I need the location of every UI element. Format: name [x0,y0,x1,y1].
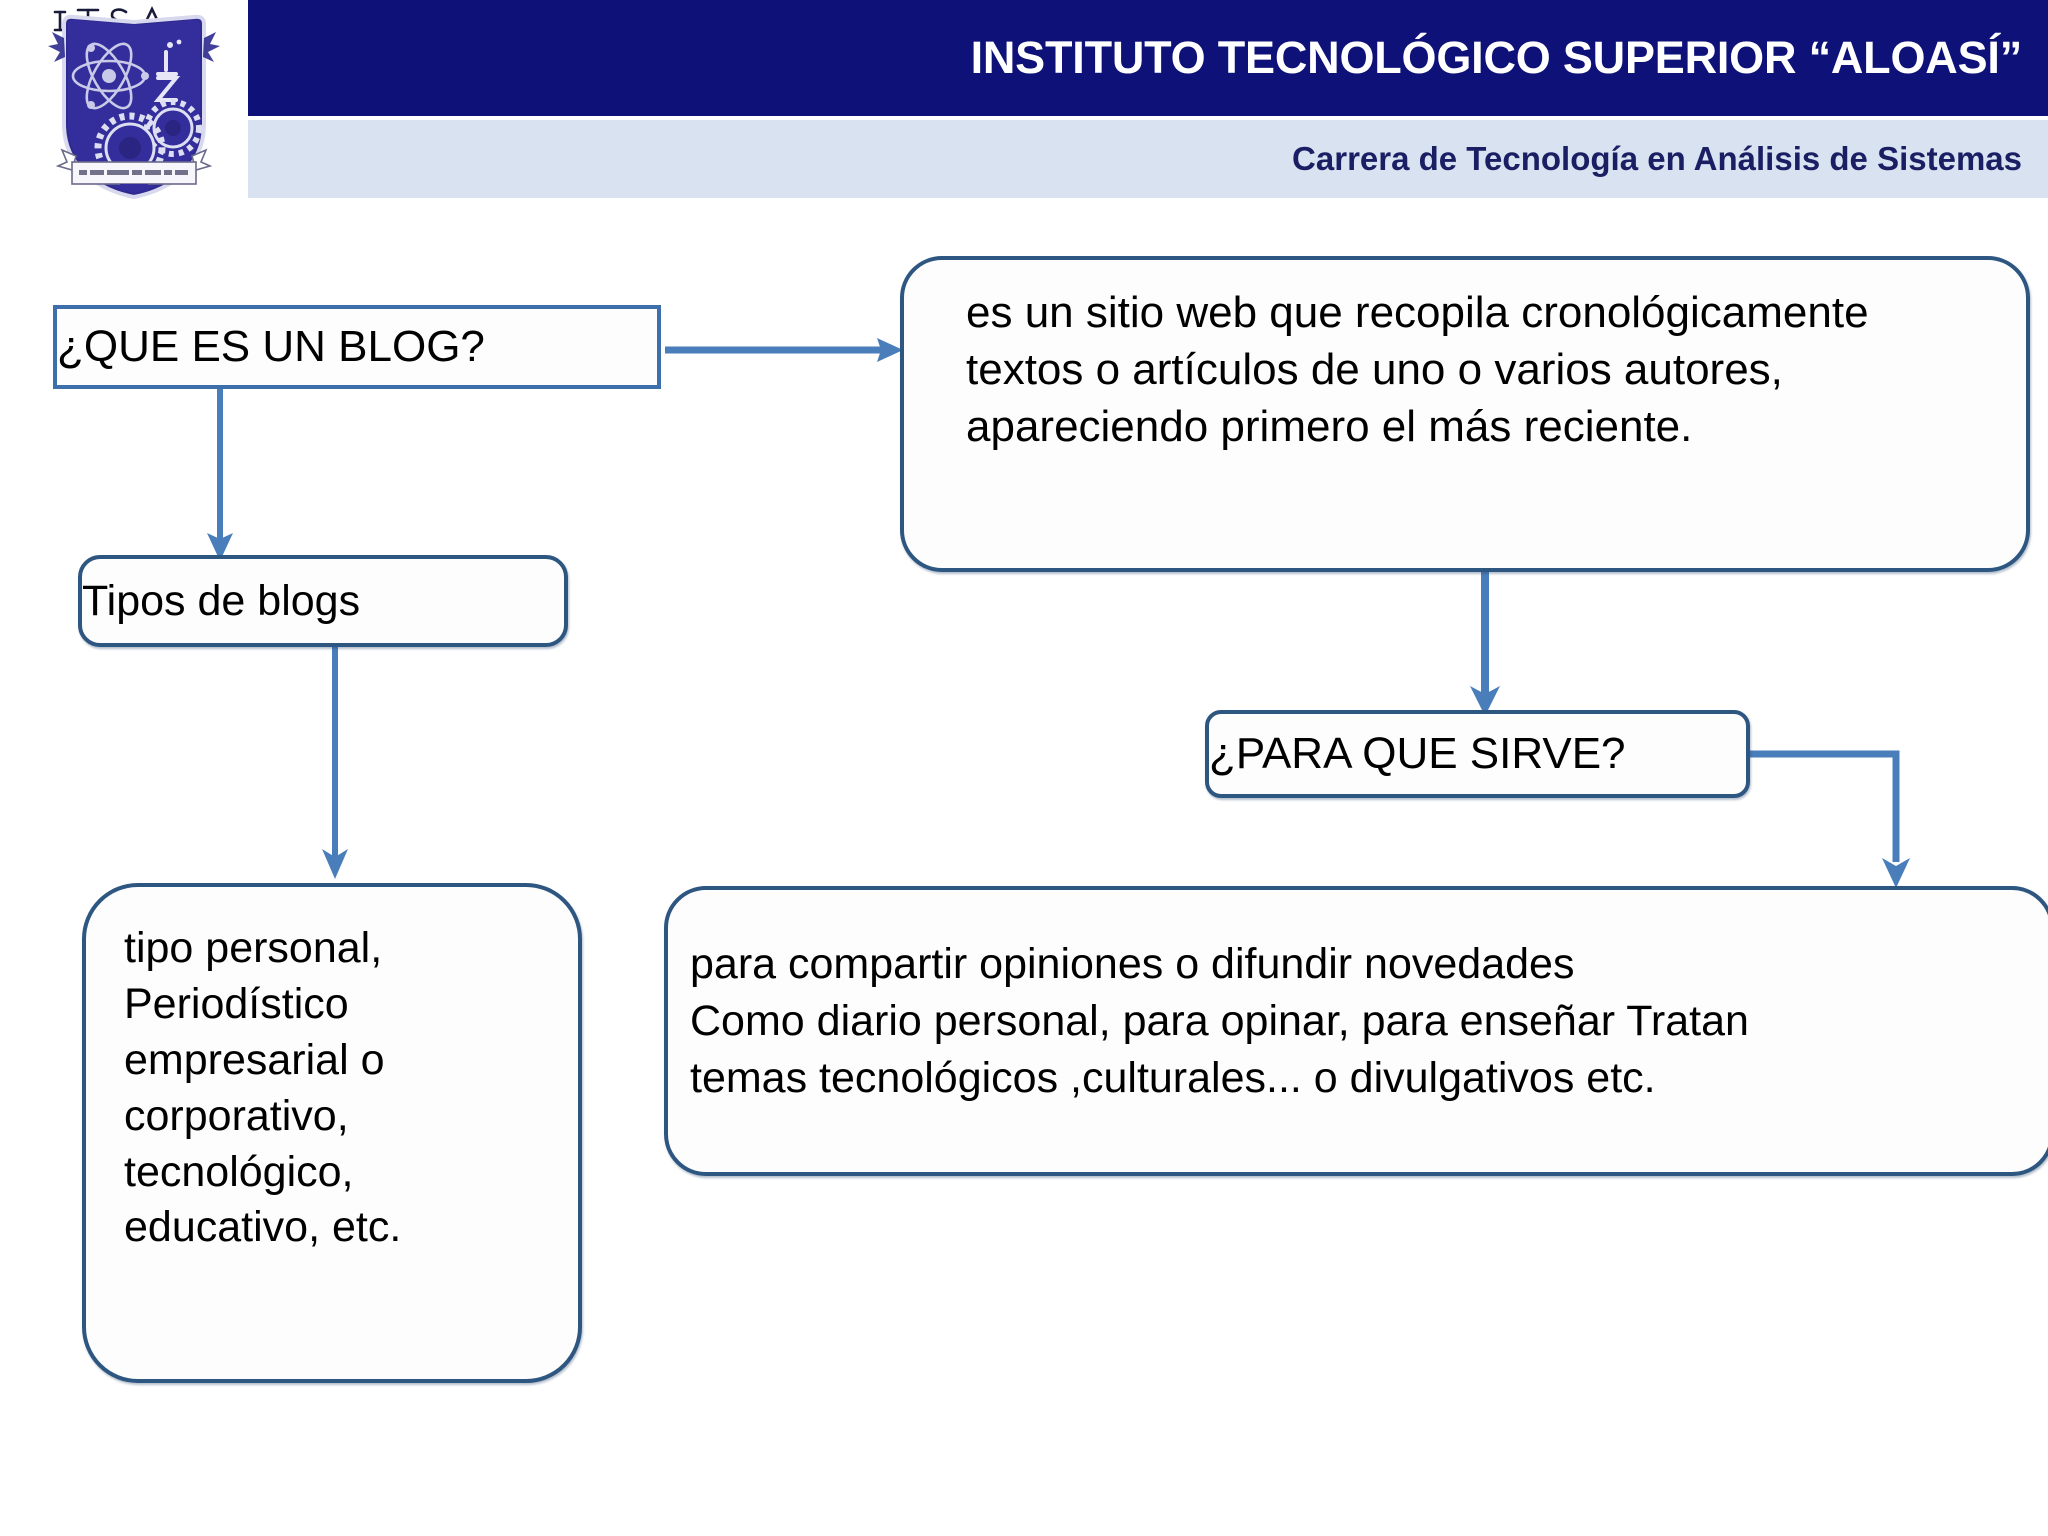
header-band [248,0,2048,116]
page-title: INSTITUTO TECNOLÓGICO SUPERIOR “ALOASÍ” [970,32,2023,83]
node-definicion-blog-text: es un sitio web que recopila cronológica… [966,288,1869,452]
node-para-que-sirve-label: ¿PARA QUE SIRVE? [1209,729,1626,778]
node-lista-tipos-blogs-text: tipo personal, Periodístico empresarial … [124,924,402,1252]
node-tipos-de-blogs[interactable]: Tipos de blogs [78,555,568,647]
node-lista-tipos-blogs[interactable]: tipo personal, Periodístico empresarial … [82,883,582,1383]
page-subtitle: Carrera de Tecnología en Análisis de Sis… [1292,140,2022,177]
node-usos-blog-text: para compartir opiniones o difundir nove… [690,940,1749,1103]
connector-para-que-sirve-to-usos [1748,740,1968,900]
subheader-band [248,120,2048,198]
connector-tipos-blogs-to-tipos-lista [310,645,360,885]
connector-que-es-blog-to-tipos-blogs [195,389,245,564]
node-usos-blog[interactable]: para compartir opiniones o difundir nove… [664,886,2048,1176]
node-que-es-un-blog-label: ¿QUE ES UN BLOG? [57,322,485,371]
node-tipos-de-blogs-label: Tipos de blogs [82,576,361,625]
node-que-es-un-blog[interactable]: ¿QUE ES UN BLOG? [53,305,661,389]
connector-que-es-blog-to-definicion [665,330,905,370]
node-definicion-blog[interactable]: es un sitio web que recopila cronológica… [900,256,2030,572]
connector-definicion-to-para-que-sirve [1460,568,1510,718]
itsa-shield-logo-icon [34,4,234,202]
node-para-que-sirve[interactable]: ¿PARA QUE SIRVE? [1205,710,1750,798]
